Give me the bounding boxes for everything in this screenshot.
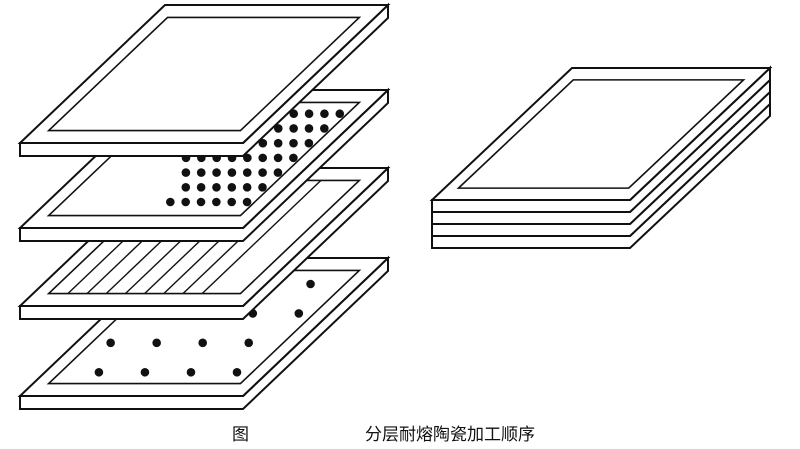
figure-caption: 分层耐熔陶瓷加工顺序: [365, 425, 535, 445]
dot: [243, 153, 252, 163]
dot: [242, 197, 252, 207]
plate-top-face: [429, 67, 773, 201]
stripe: [201, 179, 322, 295]
dot: [258, 168, 267, 177]
dot: [289, 109, 299, 119]
dot: [273, 168, 283, 177]
dot: [198, 338, 207, 348]
dot: [212, 197, 221, 207]
dot: [181, 182, 191, 192]
plate-inner-frame: [46, 16, 362, 132]
dot: [181, 197, 190, 207]
dot: [306, 279, 315, 289]
dot: [304, 109, 314, 119]
dense-dot-layer: [17, 87, 391, 242]
dot: [258, 182, 267, 192]
dot: [186, 367, 196, 377]
stacked-block: [429, 65, 773, 249]
plate-top-face: [17, 257, 391, 397]
dot: [244, 338, 254, 348]
plate-top-face: [17, 4, 391, 144]
dot: [258, 153, 268, 163]
dot: [273, 153, 283, 163]
dot: [258, 138, 268, 148]
dot: [294, 309, 304, 318]
dot: [320, 109, 329, 119]
dot: [196, 182, 206, 192]
dot: [140, 367, 150, 377]
plate-inner-frame: [456, 79, 746, 189]
dot: [196, 168, 206, 177]
dot: [232, 367, 242, 377]
dot: [227, 168, 237, 177]
dot: [289, 138, 298, 148]
dot: [166, 197, 175, 207]
dot: [181, 168, 191, 177]
dot: [320, 124, 329, 133]
top-plain-layer: [17, 2, 391, 157]
dot: [289, 124, 298, 133]
dot: [242, 182, 252, 192]
dot: [273, 138, 283, 148]
dot: [273, 124, 283, 133]
dot: [242, 168, 252, 177]
dot: [212, 168, 221, 177]
dot: [227, 197, 236, 207]
dot: [152, 338, 161, 348]
dot: [335, 109, 345, 119]
dot: [212, 182, 221, 192]
dot: [304, 138, 314, 148]
figure-label: 图: [232, 425, 249, 445]
dot: [289, 153, 298, 163]
dot: [227, 182, 237, 192]
dot: [106, 338, 115, 348]
dot: [196, 197, 206, 207]
dot: [94, 367, 104, 377]
dot: [304, 124, 314, 133]
